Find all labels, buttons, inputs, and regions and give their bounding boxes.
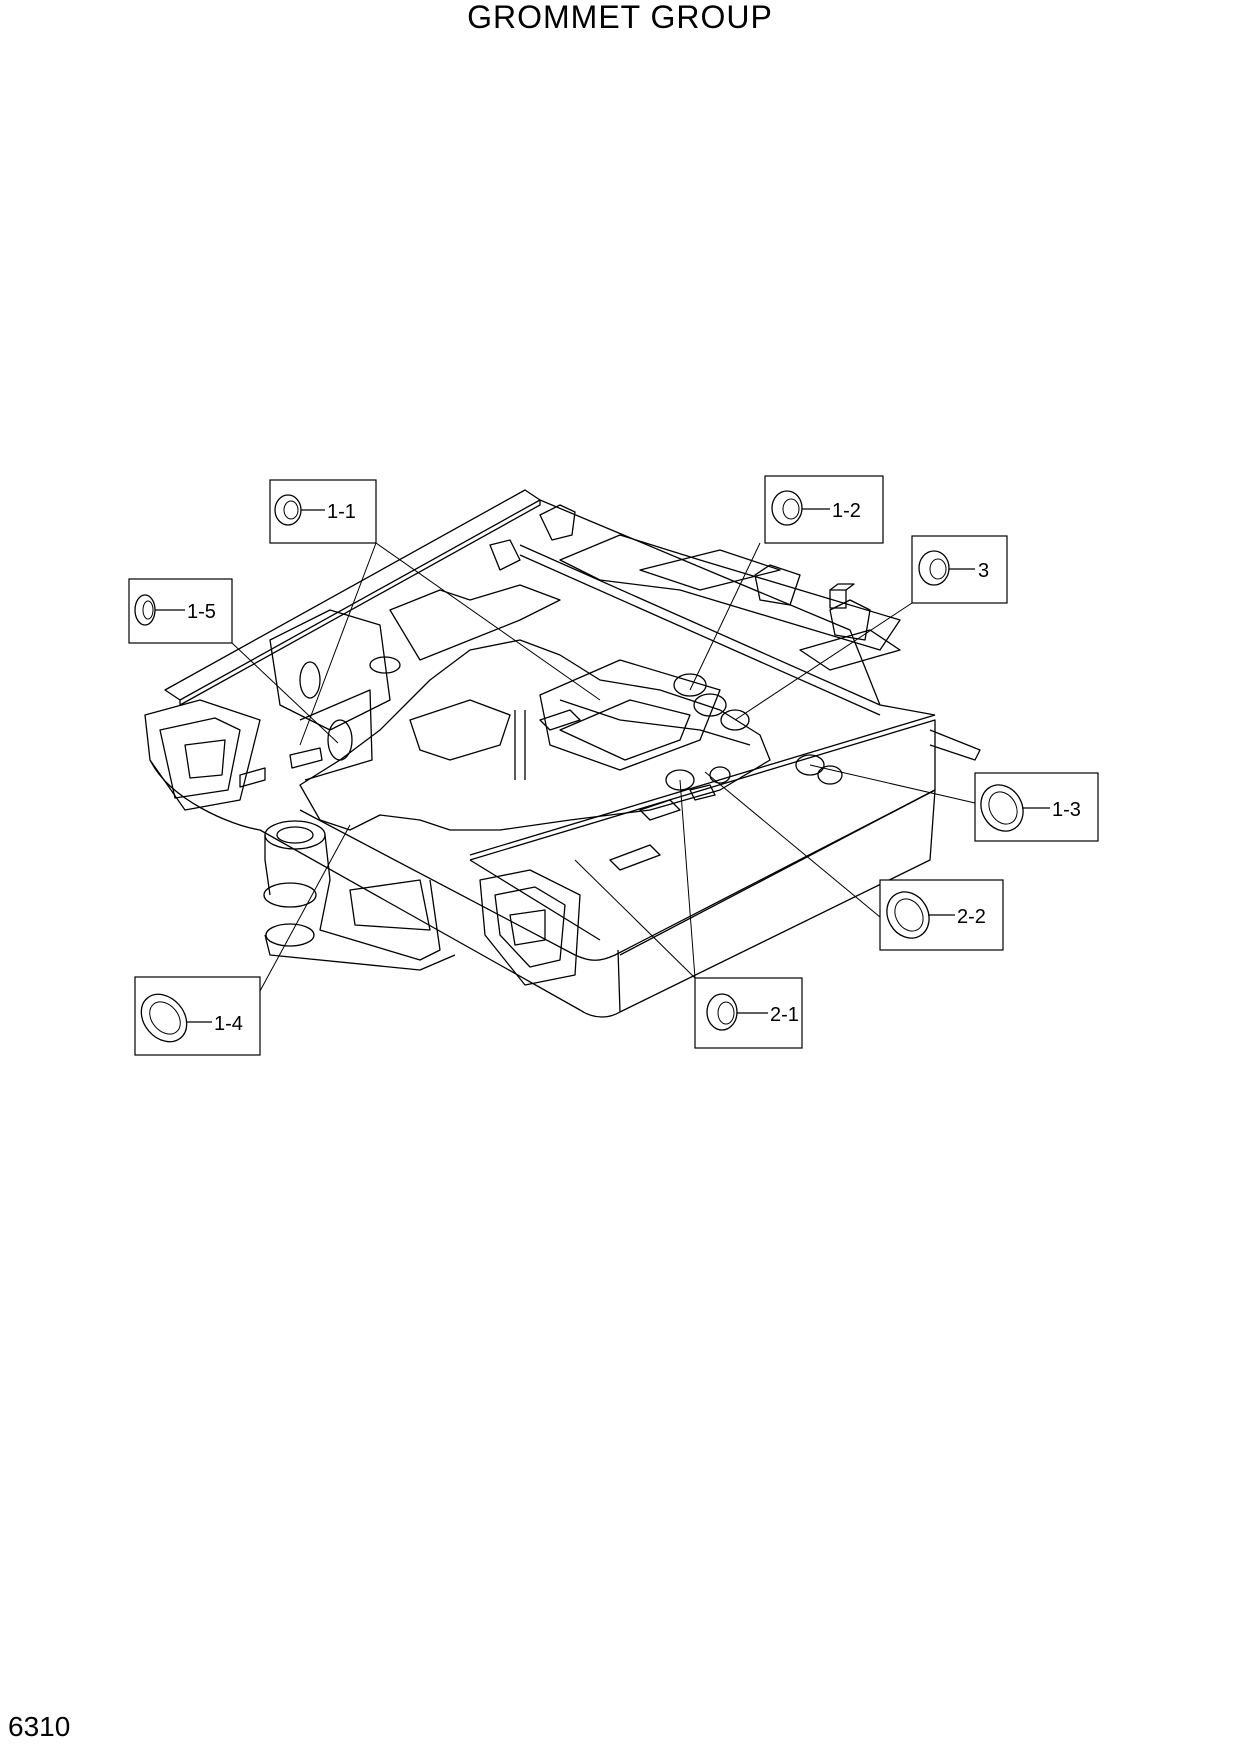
callout-1-3: 1-3 [974, 772, 1099, 842]
callout-label: 1-1 [327, 501, 356, 523]
leader-1-1 [299, 542, 601, 746]
page-number: 6310 [8, 1711, 71, 1742]
callout-label: 1-3 [1052, 799, 1081, 821]
callout-label: 1-4 [214, 1013, 243, 1035]
leader-2-2 [704, 771, 881, 918]
callout-1-2: 1-2 [764, 475, 884, 544]
leader-3 [734, 602, 913, 721]
callout-label: 2-1 [770, 1004, 799, 1026]
leader-1-2 [689, 542, 761, 691]
leader-2-1 [574, 779, 696, 979]
callout-label: 1-5 [187, 601, 216, 623]
leader-lines [231, 542, 976, 992]
leader-1-3 [809, 764, 976, 804]
callout-label: 1-2 [832, 500, 861, 522]
callout-label: 2-2 [957, 906, 986, 928]
callout-label: 3 [978, 560, 989, 582]
leader-1-5 [231, 642, 339, 744]
callout-1-5: 1-5 [128, 578, 233, 644]
callout-2-1: 2-1 [694, 977, 803, 1049]
callout-2-2: 2-2 [879, 879, 1004, 951]
callout-3: 3 [911, 535, 1008, 604]
page-title: GROMMET GROUP [467, 0, 773, 35]
upper-frame-drawing [144, 489, 981, 1018]
callout-1-4: 1-4 [134, 976, 261, 1056]
leader-1-4 [259, 824, 351, 992]
callout-1-1: 1-1 [269, 479, 377, 544]
